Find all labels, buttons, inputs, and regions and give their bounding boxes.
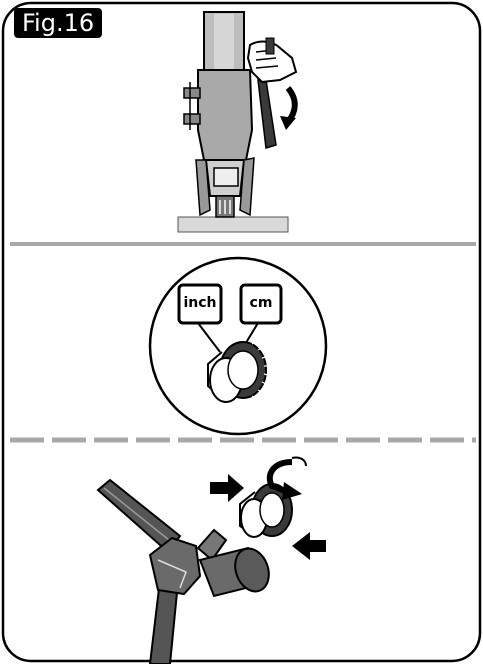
cm-label: cm — [241, 295, 281, 311]
knob-upper — [184, 88, 200, 98]
floor — [178, 217, 288, 232]
knob-lower — [184, 114, 200, 124]
device-housing — [198, 70, 252, 160]
figure-label: Fig.16 — [14, 8, 102, 38]
inch-label: inch — [179, 295, 221, 311]
panel-middle-illustration — [150, 258, 326, 434]
